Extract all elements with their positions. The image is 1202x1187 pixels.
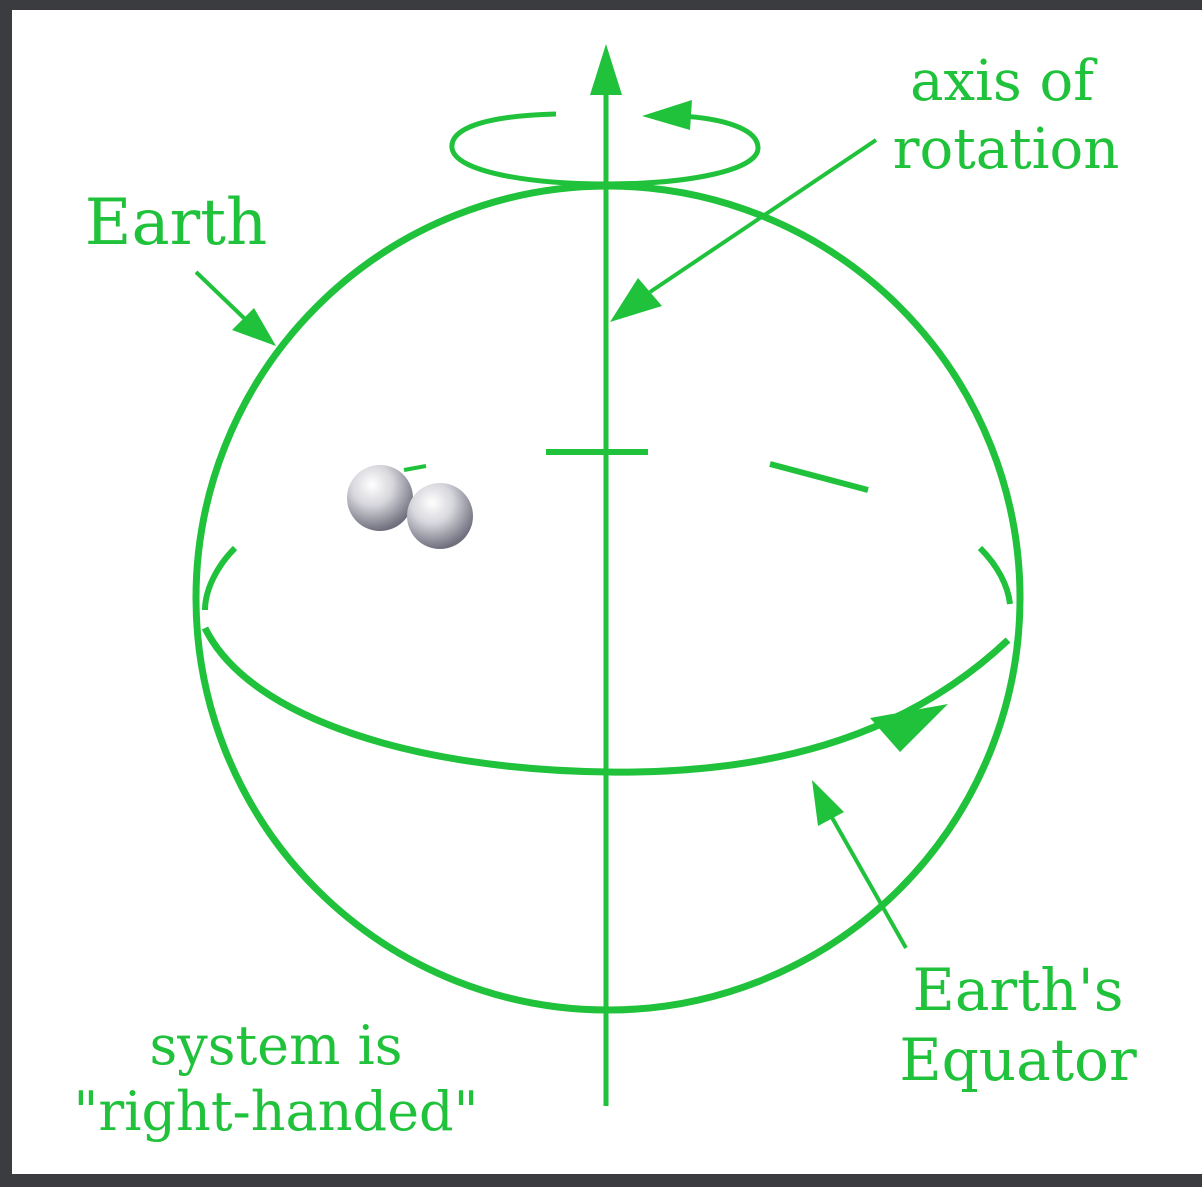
- dash-mark-left: [404, 466, 426, 470]
- earth-rotation-diagram: axis of rotation Earth Earth's Equator s…: [12, 10, 1202, 1174]
- equator-arrowhead: [870, 704, 948, 752]
- handedness-label-line2: "right-handed": [74, 1080, 479, 1143]
- equator-label-line1: Earth's: [912, 956, 1123, 1024]
- earth-pointer-line: [196, 272, 246, 320]
- axis-arrowhead: [590, 44, 622, 95]
- equator-back-right: [980, 548, 1010, 604]
- earth-label: Earth: [85, 186, 267, 260]
- dash-mark-right: [770, 464, 868, 490]
- equator-label-line2: Equator: [899, 1026, 1137, 1094]
- axis-pointer-line: [650, 140, 876, 292]
- equator-back-left: [205, 548, 235, 610]
- rotation-arrowhead: [642, 100, 692, 130]
- equator-pointer-arrowhead: [812, 780, 844, 826]
- equator-pointer-line: [830, 814, 906, 948]
- axis-label-line2: rotation: [893, 117, 1120, 182]
- axis-pointer-arrowhead: [610, 278, 662, 322]
- diagram-canvas: axis of rotation Earth Earth's Equator s…: [12, 10, 1202, 1174]
- grey-sphere-icon: [407, 483, 473, 549]
- handedness-label-line1: system is: [150, 1014, 403, 1077]
- grey-sphere-icon: [347, 465, 413, 531]
- axis-label-line1: axis of: [910, 49, 1098, 114]
